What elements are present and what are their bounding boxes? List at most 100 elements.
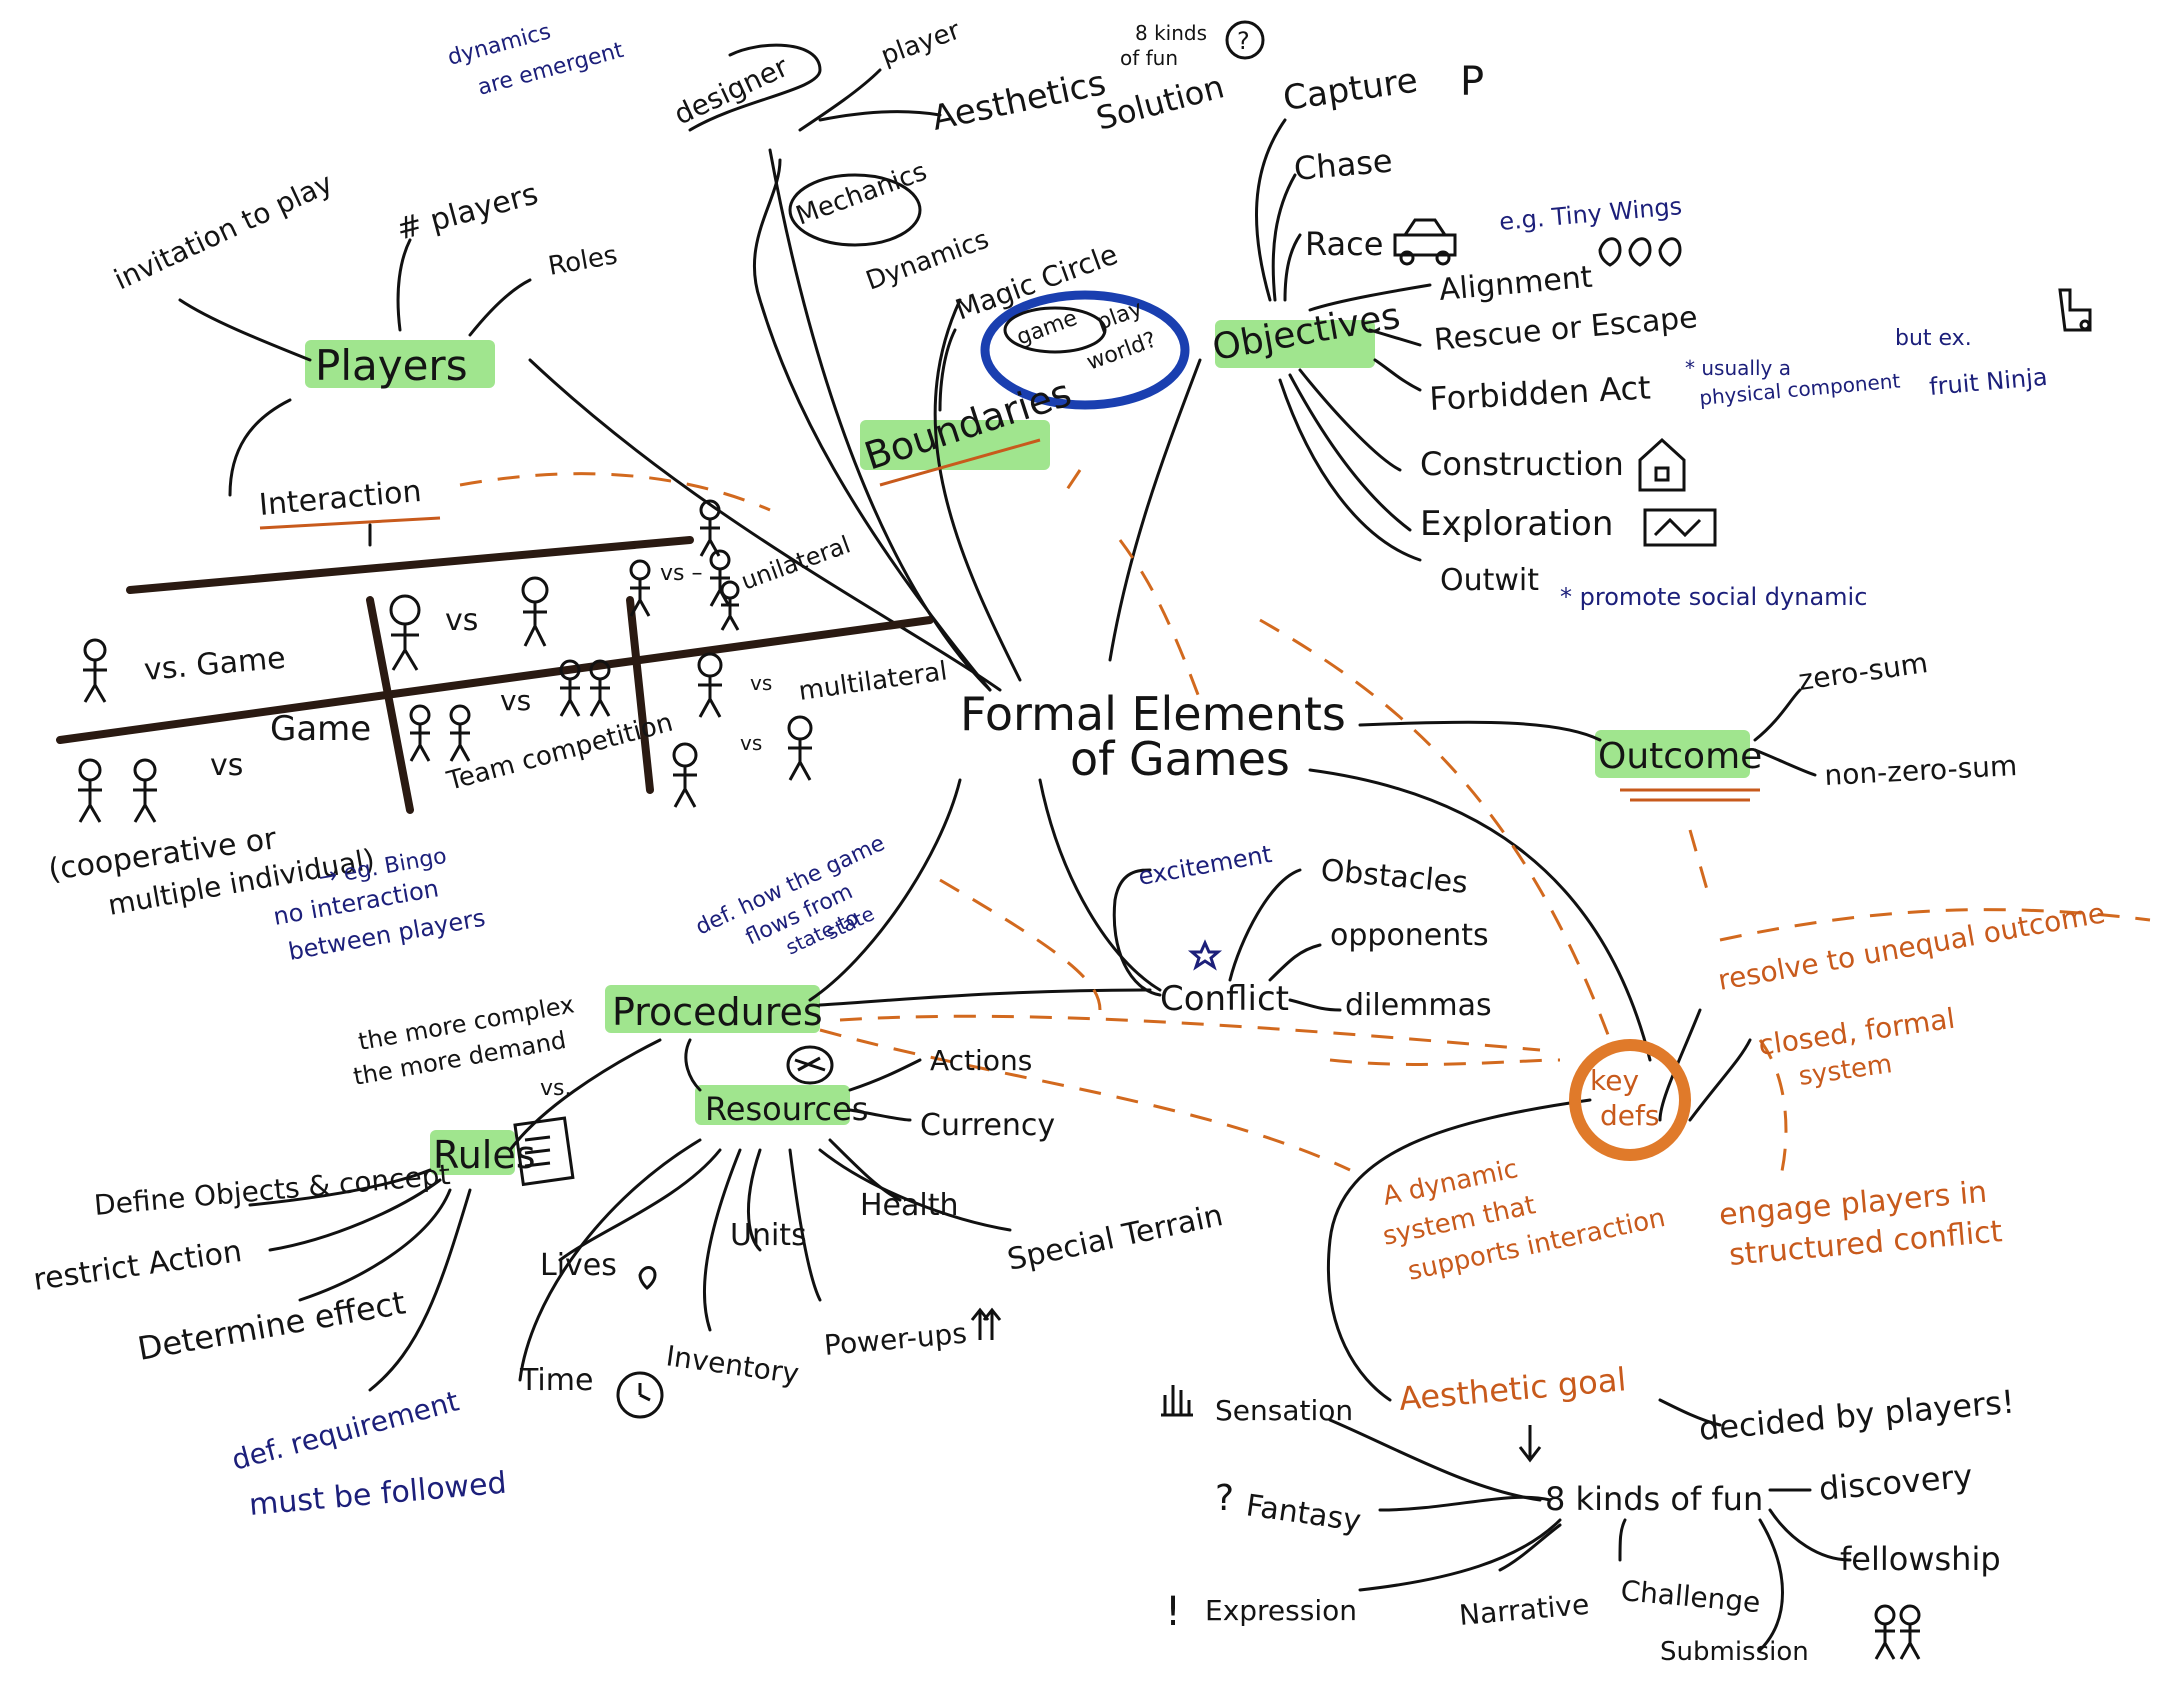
outcome-non-zero-sum: non-zero-sum [1824, 749, 2018, 792]
down-arrow-icon [1518, 1425, 1542, 1463]
game-ring [1003, 306, 1107, 354]
solution-label: Solution [1092, 67, 1228, 137]
objective-outwit: Outwit [1440, 563, 1539, 598]
fun-submission: Submission [1660, 1637, 1809, 1667]
excitement-label: excitement [1136, 840, 1274, 891]
forbidden-example-line1: but ex. [1895, 326, 1972, 351]
rules-def-line1: def. requirement [228, 1384, 462, 1476]
conflict-dilemmas: dilemmas [1345, 988, 1492, 1023]
invitation-label: invitation to play [109, 166, 338, 296]
stick-figures [78, 499, 1921, 1660]
players-count-label: # players [393, 176, 542, 247]
interaction-label: Interaction [258, 474, 423, 523]
resource-special-terrain: Special Terrain [1004, 1198, 1226, 1278]
resource-inventory: Inventory [664, 1339, 801, 1390]
race-car-icon [1393, 218, 1457, 266]
objective-capture: Capture [1281, 60, 1420, 118]
game-label: Game [270, 709, 371, 749]
aesthetics-label: Aesthetics [929, 63, 1110, 139]
capture-glyph: P [1460, 59, 1484, 105]
player-label: player [877, 15, 964, 71]
resources-title: Resources [705, 1090, 868, 1128]
vs-game-label: vs. Game [143, 641, 287, 688]
heart-icon [638, 1266, 657, 1290]
forbidden-note-line1: * usually a [1685, 356, 1791, 380]
fun-sensation: Sensation [1215, 1394, 1353, 1427]
resource-currency: Currency [920, 1108, 1055, 1143]
boundaries-underline [879, 438, 1041, 487]
rule-define: Define Objects & concept [93, 1158, 452, 1222]
procedures-title: Procedures [612, 990, 823, 1034]
vs-label-1: vs [445, 603, 478, 638]
decided-by-players: decided by players! [1697, 1383, 2016, 1448]
vs-label-5: vs [740, 731, 762, 755]
dashed-links [459, 469, 2151, 1181]
players-title: Players [315, 341, 468, 390]
kinds-of-fun-note-line1: 8 kinds [1135, 21, 1207, 45]
outwit-note: * promote social dynamic [1560, 583, 1867, 611]
roles-label: Roles [546, 240, 620, 282]
vs-procedures-rules: vs. [540, 1076, 571, 1101]
question-mark: ? [1237, 27, 1250, 55]
vs-dash-label: vs – [660, 561, 702, 586]
fun-discovery: discovery [1817, 1457, 1973, 1508]
objective-exploration: Exploration [1420, 504, 1613, 544]
dynamics-label: Dynamics [862, 225, 993, 297]
team-competition-label: Team competition [443, 708, 676, 797]
hearts-icon [1598, 237, 1682, 267]
star-icon [1187, 939, 1223, 971]
objective-alignment: Alignment [1438, 260, 1594, 308]
resources-highlight [695, 1085, 850, 1125]
fruit-icon [2058, 288, 2092, 332]
vs-label-3: vs [500, 684, 531, 717]
vs-label-2: vs [210, 748, 243, 783]
objective-chase: Chase [1292, 142, 1394, 188]
center-title-line2: of Games [1070, 732, 1290, 786]
map-icon [1643, 508, 1717, 547]
objective-construction: Construction [1420, 445, 1624, 483]
boundaries-highlight [860, 420, 1050, 470]
closed-system-line2: system [1797, 1049, 1894, 1092]
arrows-up-icon [970, 1307, 1002, 1340]
resource-health: Health [860, 1188, 959, 1223]
procedures-highlight [605, 985, 820, 1033]
vs-label-4: vs [750, 671, 772, 695]
conflict-title: Conflict [1160, 979, 1289, 1019]
house-icon [1638, 437, 1686, 492]
objective-forbidden: Forbidden Act [1428, 368, 1651, 418]
center-title-line1: Formal Elements [960, 687, 1346, 741]
fun-fantasy-glyph: ? [1215, 1478, 1234, 1519]
rules-title: Rules [433, 1133, 536, 1177]
rules-def-line2: must be followed [248, 1466, 508, 1523]
fun-narrative: Narrative [1458, 1588, 1591, 1632]
aesthetic-goal: Aesthetic goal [1397, 1360, 1627, 1418]
resource-time: Time [519, 1363, 593, 1398]
resource-power-ups: Power-ups [823, 1317, 968, 1362]
clock-icon [616, 1371, 664, 1419]
designer-label: designer [669, 50, 794, 132]
resource-actions: Actions [930, 1044, 1032, 1077]
interaction-underline [259, 516, 441, 530]
objective-race: Race [1305, 225, 1383, 263]
rule-determine: Determine effect [135, 1283, 408, 1367]
resource-lives: Lives [540, 1248, 617, 1283]
scroll-icon [513, 1116, 575, 1187]
outcome-highlight [1595, 730, 1750, 778]
outcome-title: Outcome [1598, 736, 1762, 777]
conflict-opponents: opponents [1330, 918, 1489, 953]
world-label: world? [1084, 327, 1160, 375]
rules-highlight [430, 1130, 515, 1175]
race-example: e.g. Tiny Wings [1498, 192, 1683, 236]
objectives-highlight [1215, 320, 1375, 368]
mechanics-ring [788, 173, 922, 247]
rule-restrict: restrict Action [31, 1234, 244, 1298]
magic-circle-ring [980, 290, 1190, 410]
key-defs-line1: key [1590, 1064, 1639, 1097]
conflict-obstacles: Obstacles [1319, 853, 1469, 901]
fun-expression: Expression [1205, 1594, 1357, 1627]
fun-fantasy: Fantasy [1244, 1488, 1363, 1539]
fun-fellowship: fellowship [1840, 1540, 2001, 1578]
kinds-of-fun-note-line2: of fun [1120, 46, 1178, 70]
hand-icon [1161, 1385, 1193, 1417]
